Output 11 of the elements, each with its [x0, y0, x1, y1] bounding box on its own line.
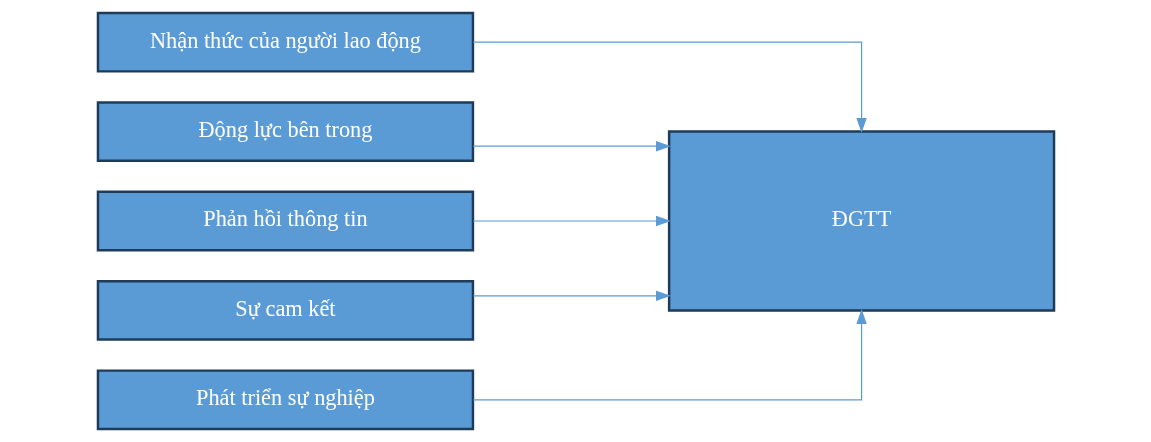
node-box: ĐGTT — [667, 130, 1055, 312]
node-box: Động lực bên trong — [96, 101, 474, 162]
arrow — [472, 290, 671, 302]
arrow — [472, 309, 867, 401]
node-box: Nhận thức của người lao động — [96, 11, 474, 73]
arrow — [472, 41, 867, 133]
node-box: Sự cam kết — [96, 280, 474, 341]
arrow — [472, 140, 671, 152]
arrow — [472, 215, 671, 227]
node-box: Phát triển sự nghiệp — [96, 369, 474, 431]
node-box: Phản hồi thông tin — [96, 190, 474, 252]
